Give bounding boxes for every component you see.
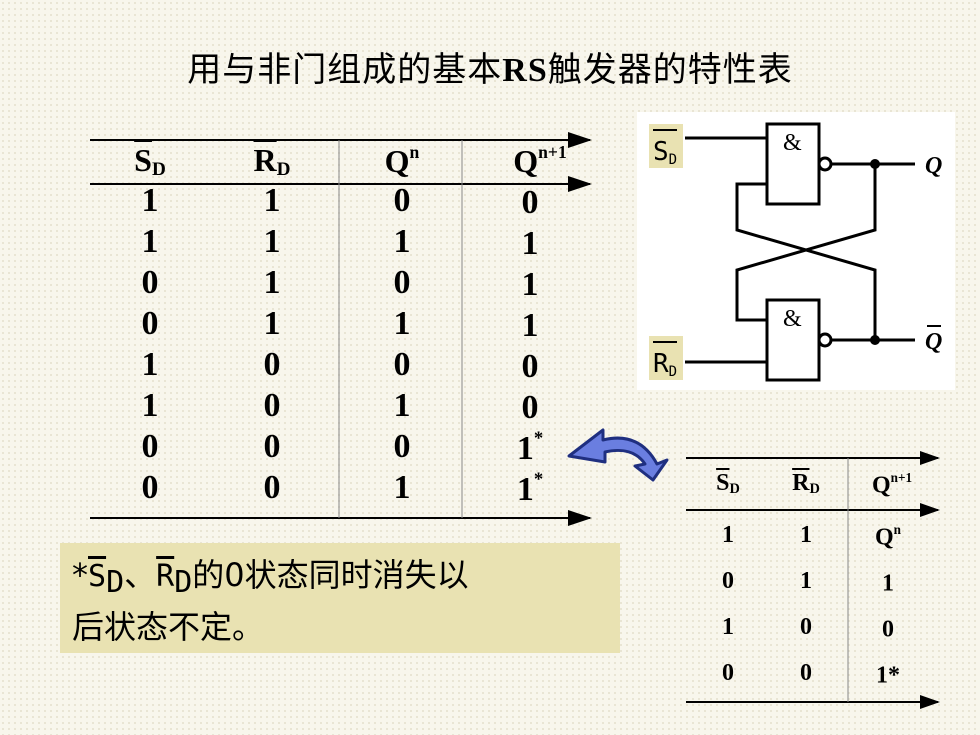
indeterminate-star: *	[533, 469, 544, 490]
main-cell-r1-c2: 1	[263, 182, 281, 219]
main-cell-r4-c3: 1	[393, 305, 411, 342]
small-header-qn1: Qn+1	[871, 470, 913, 499]
main-cell-r8-c3: 1	[393, 469, 411, 506]
rd-label: RD	[653, 349, 677, 380]
q-output-label: Q	[925, 153, 942, 179]
main-cell-r6-c3: 1	[393, 387, 411, 424]
main-cell-r6-c4: 0	[521, 388, 539, 426]
header-rd: RD	[253, 142, 291, 180]
main-cell-r4-c1: 0	[141, 305, 159, 342]
title-prefix: 用与非门组成的基本	[187, 50, 503, 90]
feedback-qbar-to-upper	[735, 182, 877, 340]
main-cell-r5-c3: 0	[393, 346, 411, 383]
main-cell-r7-c2: 0	[263, 428, 281, 465]
main-cell-r5-c4: 0	[521, 347, 539, 385]
note-line-2: 后状态不定。	[72, 608, 265, 646]
lower-gate-symbol: &	[783, 306, 802, 332]
curved-arrow-icon	[567, 428, 669, 482]
main-cell-r2-c1: 1	[141, 223, 159, 260]
main-cell-r7-c4: 1*	[516, 428, 544, 467]
main-cell-r4-c4: 1	[521, 306, 539, 344]
header-qn1: Qn+1	[513, 142, 567, 180]
title-suffix: 触发器的特性表	[547, 50, 793, 90]
small-cell-r3-c1: 1	[722, 614, 734, 640]
page-title: 用与非门组成的基本RS触发器的特性表	[0, 42, 980, 91]
sd-label-bg	[649, 124, 683, 168]
main-cell-r8-c4: 1*	[516, 469, 544, 508]
main-cell-r7-c1: 0	[141, 428, 159, 465]
small-cell-r4-c2: 0	[800, 660, 812, 686]
main-cell-r2-c4: 1	[521, 224, 539, 262]
q-junction-dot	[870, 159, 880, 169]
main-cell-r1-c3: 0	[393, 182, 411, 219]
main-cell-r3-c2: 1	[263, 264, 281, 301]
small-header-sd: SD	[716, 470, 740, 497]
header-sd: SD	[134, 142, 166, 180]
main-cell-r2-c3: 1	[393, 223, 411, 260]
indeterminate-star: *	[533, 428, 544, 449]
main-cell-r5-c1: 1	[141, 346, 159, 383]
circuit-drawing: & & Q Q SD RD	[649, 122, 942, 382]
small-cell-r2-c1: 0	[722, 568, 734, 594]
main-cell-r6-c2: 0	[263, 387, 281, 424]
rs-flipflop-circuit: & & Q Q SD RD	[637, 112, 955, 390]
rd-label-bg	[649, 336, 683, 380]
title-rs: RS	[502, 52, 548, 89]
main-cell-r3-c1: 0	[141, 264, 159, 301]
small-cell-r3-c3: 0	[882, 616, 894, 643]
sd-label: SD	[653, 137, 677, 168]
small-cell-r3-c2: 0	[800, 614, 812, 640]
main-cell-r3-c4: 1	[521, 265, 539, 303]
main-cell-r2-c2: 1	[263, 223, 281, 260]
small-cell-r2-c2: 1	[800, 568, 812, 594]
main-cell-r5-c2: 0	[263, 346, 281, 383]
note-line-1: *SD、RD的0状态同时消失以	[72, 556, 469, 600]
upper-gate-symbol: &	[783, 130, 802, 156]
small-cell-r4-c1: 0	[722, 660, 734, 686]
note-box: *SD、RD的0状态同时消失以 后状态不定。	[60, 543, 620, 653]
qbar-output-label: Q	[925, 329, 942, 355]
small-cell-r1-c3: Qn	[874, 522, 901, 551]
main-cell-r3-c3: 0	[393, 264, 411, 301]
main-cell-r1-c1: 1	[141, 182, 159, 219]
small-cell-r2-c3: 1	[882, 570, 894, 597]
main-cell-r8-c2: 0	[263, 469, 281, 506]
main-cell-r4-c2: 1	[263, 305, 281, 342]
small-cell-r1-c2: 1	[800, 522, 812, 548]
small-cell-r1-c1: 1	[722, 522, 734, 548]
feedback-q-to-lower	[735, 164, 877, 322]
main-cell-r1-c4: 0	[521, 183, 539, 221]
qbar-junction-dot	[870, 335, 880, 345]
main-cell-r6-c1: 1	[141, 387, 159, 424]
main-cell-r8-c1: 0	[141, 469, 159, 506]
header-qn: Qn	[384, 142, 420, 180]
small-header-rd: RD	[792, 470, 820, 497]
small-cell-r4-c3: 1*	[876, 662, 900, 689]
main-cell-r7-c3: 0	[393, 428, 411, 465]
